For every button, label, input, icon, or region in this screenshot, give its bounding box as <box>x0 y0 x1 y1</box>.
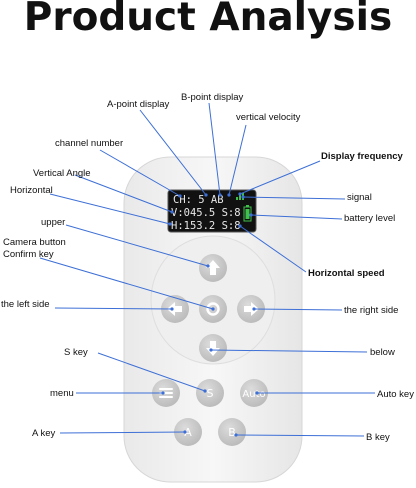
leader-b-point <box>208 102 221 196</box>
screen-line-1: CH: 5 AB <box>173 194 224 206</box>
label-horizontal-speed: Horizontal speed <box>308 268 385 279</box>
leader-endpoint-dot <box>234 433 238 437</box>
s-key-text: S <box>207 387 214 400</box>
label-b-key: B key <box>366 432 390 443</box>
leader-display-frequency <box>239 160 321 195</box>
label-right-side: the right side <box>344 305 398 316</box>
label-battery-level: battery level <box>344 213 395 224</box>
leader-endpoint-dot <box>206 264 210 268</box>
right-button[interactable] <box>237 295 265 323</box>
leader-endpoint-dot <box>209 348 213 352</box>
label-display-frequency: Display frequency <box>321 151 404 162</box>
label-channel-number: channel number <box>55 138 123 149</box>
b-key-text: B <box>228 426 236 439</box>
leader-endpoint-dot <box>170 210 174 214</box>
a-key-text: A <box>184 426 192 439</box>
leader-horizontal <box>49 193 171 225</box>
leader-signal <box>242 196 346 200</box>
leader-channel-number <box>99 149 181 197</box>
leader-a-key <box>59 431 186 434</box>
label-upper: upper <box>41 217 65 228</box>
leader-vertical-velocity <box>228 124 247 196</box>
label-auto-key: Auto key <box>377 389 414 400</box>
callout-labels: A-point display B-point display vertical… <box>1 92 414 443</box>
lcd-screen: CH: 5 AB V:045.5 S:8 H:153.2 S:8 <box>167 189 257 233</box>
leader-a-point <box>139 109 207 196</box>
screen-line-2: V:045.5 S:8 <box>171 207 241 219</box>
page-title: Product Analysis <box>24 0 392 40</box>
leader-endpoint-dot <box>218 193 222 197</box>
leader-lines <box>39 102 375 437</box>
leader-battery-level <box>250 214 343 220</box>
up-button[interactable] <box>199 254 227 282</box>
b-key-button[interactable]: B <box>218 418 246 446</box>
label-below: below <box>370 347 395 358</box>
leader-endpoint-dot <box>204 193 208 197</box>
label-a-point-display: A-point display <box>107 99 170 110</box>
label-confirm-key: Confirm key <box>3 249 54 260</box>
leader-confirm <box>39 257 214 310</box>
leader-endpoint-dot <box>203 389 207 393</box>
leader-endpoint-dot <box>183 430 187 434</box>
label-b-point-display: B-point display <box>181 92 244 103</box>
label-vertical-angle: Vertical Angle <box>33 168 91 179</box>
leader-s-key <box>97 352 206 392</box>
leader-vertical-angle <box>74 174 173 213</box>
leader-b-key <box>235 434 365 437</box>
auto-key-button[interactable]: Auto <box>240 379 268 407</box>
arrow-right-icon <box>244 302 259 316</box>
leader-left-side <box>54 307 173 310</box>
leader-endpoint-dot <box>241 195 245 199</box>
leader-endpoint-dot <box>238 224 242 228</box>
label-left-side: the left side <box>1 299 50 310</box>
auto-key-text: Auto <box>242 389 265 400</box>
leader-endpoint-dot <box>161 391 165 395</box>
label-horizontal: Horizontal <box>10 185 53 196</box>
label-vertical-velocity: vertical velocity <box>236 112 301 123</box>
arrow-up-icon <box>206 260 220 275</box>
screen-line-3: H:153.2 S:8 <box>171 220 241 232</box>
label-a-key: A key <box>32 428 55 439</box>
leader-endpoint-dot <box>249 213 253 217</box>
arrow-down-icon <box>206 341 220 356</box>
leader-horizontal-speed <box>239 225 307 273</box>
left-button[interactable] <box>161 295 189 323</box>
a-key-button[interactable]: A <box>174 418 202 446</box>
leader-upper <box>65 224 209 267</box>
leader-endpoint-dot <box>211 307 215 311</box>
leader-endpoint-dot <box>238 192 242 196</box>
label-menu: menu <box>50 388 74 399</box>
label-camera-button: Camera button <box>3 237 66 248</box>
s-key-button[interactable]: S <box>196 379 224 407</box>
leader-right-side <box>253 308 343 311</box>
label-signal: signal <box>347 192 372 203</box>
leader-below <box>210 349 368 353</box>
leader-endpoint-dot <box>170 307 174 311</box>
leader-endpoint-dot <box>168 222 172 226</box>
camera-ring-icon <box>206 302 220 316</box>
leader-endpoint-dot <box>178 194 182 198</box>
leader-endpoint-dot <box>227 193 231 197</box>
leader-endpoint-dot <box>252 307 256 311</box>
label-s-key: S key <box>64 347 88 358</box>
leader-endpoint-dot <box>255 391 259 395</box>
arrow-left-icon <box>167 302 182 316</box>
down-button[interactable] <box>199 334 227 362</box>
